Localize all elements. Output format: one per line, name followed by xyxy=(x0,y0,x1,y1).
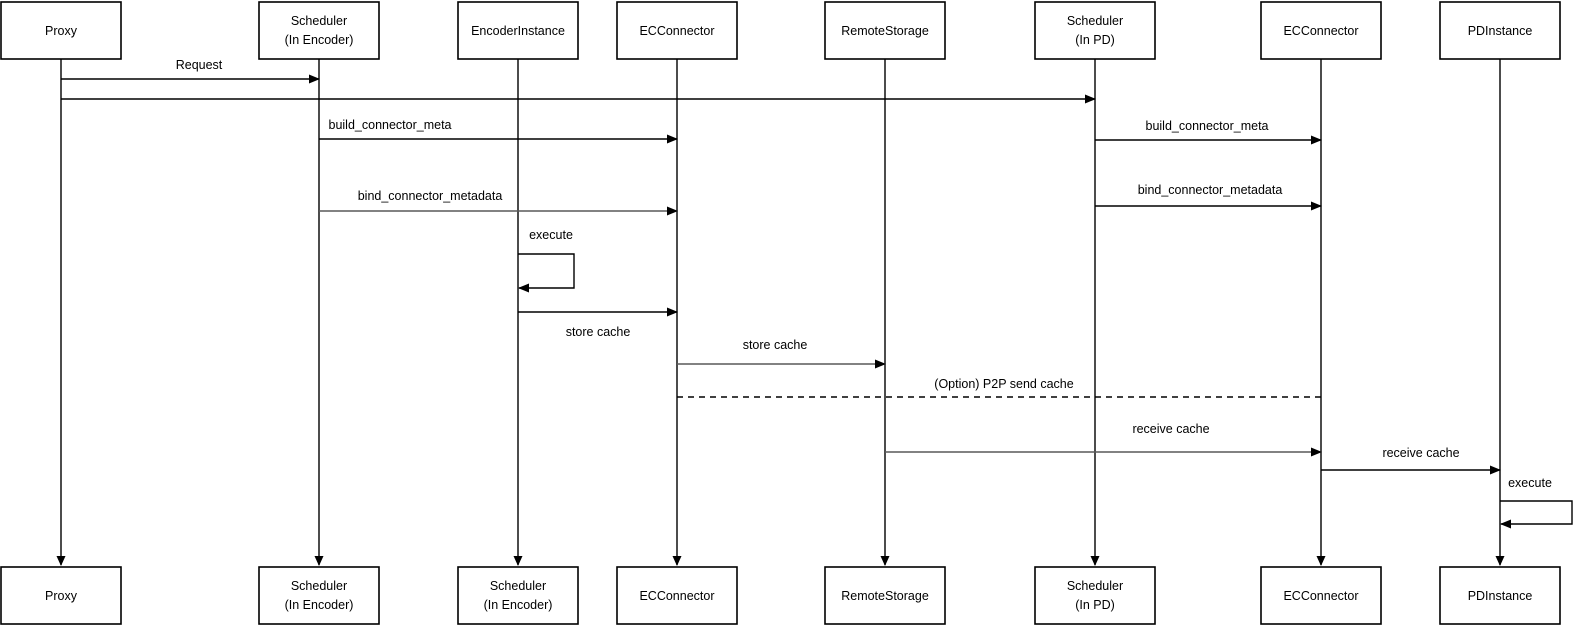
message-label: store cache xyxy=(566,325,631,339)
participant-box-scheduler_pd_footer[interactable]: Scheduler (In PD) xyxy=(1034,566,1156,625)
participant-label: PDInstance xyxy=(1468,24,1533,38)
self-message-path xyxy=(518,253,575,293)
participant-label: Proxy xyxy=(45,24,78,38)
participant-box-rect xyxy=(1260,1,1382,60)
participant-box-rect xyxy=(1439,566,1561,625)
participant-box-ec_connector_left[interactable]: ECConnector xyxy=(616,1,738,60)
footer-participant-label-line1: Scheduler xyxy=(291,579,347,593)
participant-box-proxy_footer[interactable]: Proxy xyxy=(0,566,122,625)
participant-box-encoder_instance[interactable]: EncoderInstance xyxy=(457,1,579,60)
participant-label-line1: Scheduler xyxy=(1067,14,1123,28)
participant-box-rect xyxy=(616,1,738,60)
footer-participant-label-line2: (In PD) xyxy=(1075,598,1115,612)
self-messages-layer: execute execute xyxy=(518,228,1573,529)
message-m5[interactable]: bind_connector_metadata xyxy=(319,189,678,216)
message-m11[interactable]: receive cache xyxy=(1321,446,1501,475)
message-label: build_connector_meta xyxy=(329,118,452,132)
self-message-label: execute xyxy=(1508,476,1552,490)
self-message-path xyxy=(1500,500,1573,529)
message-label: bind_connector_metadata xyxy=(1138,183,1283,197)
message-m6[interactable]: bind_connector_metadata xyxy=(1095,183,1322,211)
participant-box-rect xyxy=(1034,1,1156,60)
participant-box-rect xyxy=(1260,566,1382,625)
message-m7[interactable]: store cache xyxy=(518,307,678,339)
footer-participant-label-line1: Scheduler xyxy=(1067,579,1123,593)
footer-participant-label-line2: (In Encoder) xyxy=(484,598,553,612)
participant-box-ec_connector_right[interactable]: ECConnector xyxy=(1260,1,1382,60)
lifelines-layer xyxy=(56,59,1505,566)
message-label: bind_connector_metadata xyxy=(358,189,503,203)
self-message-s2[interactable]: execute xyxy=(1500,476,1573,529)
participant-box-pd_instance[interactable]: PDInstance xyxy=(1439,1,1561,60)
participant-box-scheduler_encoder[interactable]: Scheduler (In Encoder) xyxy=(258,1,380,60)
message-m10[interactable]: receive cache xyxy=(885,422,1322,457)
participant-box-ec_connector_right_footer[interactable]: ECConnector xyxy=(1260,566,1382,625)
message-m3[interactable]: build_connector_meta xyxy=(319,118,678,144)
messages-layer: Request build_connector_meta build_connect… xyxy=(61,58,1501,475)
participant-box-rect xyxy=(0,566,122,625)
participant-box-rect xyxy=(1439,1,1561,60)
message-label: receive cache xyxy=(1382,446,1459,460)
footer-participant-label: PDInstance xyxy=(1468,589,1533,603)
footer-participant-label: Proxy xyxy=(45,589,78,603)
participant-box-rect xyxy=(258,566,380,625)
message-label: store cache xyxy=(743,338,808,352)
message-label: build_connector_meta xyxy=(1146,119,1269,133)
participant-label: RemoteStorage xyxy=(841,24,929,38)
participant-box-proxy[interactable]: Proxy xyxy=(0,1,122,60)
message-label: (Option) P2P send cache xyxy=(934,377,1073,391)
participant-label: ECConnector xyxy=(1283,24,1358,38)
participant-box-scheduler_pd[interactable]: Scheduler (In PD) xyxy=(1034,1,1156,60)
participant-box-rect xyxy=(1034,566,1156,625)
message-label: receive cache xyxy=(1132,422,1209,436)
participant-box-rect xyxy=(824,566,946,625)
message-m4[interactable]: build_connector_meta xyxy=(1095,119,1322,145)
message-m1[interactable]: Request xyxy=(61,58,320,84)
header-participants-layer: Proxy Scheduler (In Encoder) EncoderInstanc… xyxy=(0,1,1561,60)
footer-participant-label: ECConnector xyxy=(639,589,714,603)
participant-box-ec_connector_left_footer[interactable]: ECConnector xyxy=(616,566,738,625)
participant-box-remote_storage_footer[interactable]: RemoteStorage xyxy=(824,566,946,625)
participant-box-encoder_instance_footer[interactable]: Scheduler (In Encoder) xyxy=(457,566,579,625)
participant-box-pd_instance_footer[interactable]: PDInstance xyxy=(1439,566,1561,625)
participant-box-rect xyxy=(0,1,122,60)
participant-box-rect xyxy=(616,566,738,625)
participant-box-rect xyxy=(258,1,380,60)
self-message-label: execute xyxy=(529,228,573,242)
participant-label-line2: (In Encoder) xyxy=(285,33,354,47)
participant-label-line1: Scheduler xyxy=(291,14,347,28)
participant-label: ECConnector xyxy=(639,24,714,38)
footer-participant-label: ECConnector xyxy=(1283,589,1358,603)
participant-label: EncoderInstance xyxy=(471,24,565,38)
message-m9[interactable]: (Option) P2P send cache xyxy=(677,377,1321,398)
participant-box-remote_storage[interactable]: RemoteStorage xyxy=(824,1,946,60)
footer-participant-label-line2: (In Encoder) xyxy=(285,598,354,612)
message-m8[interactable]: store cache xyxy=(677,338,886,369)
self-message-s1[interactable]: execute xyxy=(518,228,575,293)
participant-box-rect xyxy=(824,1,946,60)
participant-box-rect xyxy=(457,566,579,625)
footer-participant-label-line1: Scheduler xyxy=(490,579,546,593)
footer-participants-layer: Proxy Scheduler (In Encoder) Scheduler (In E… xyxy=(0,566,1561,625)
footer-participant-label: RemoteStorage xyxy=(841,589,929,603)
participant-box-rect xyxy=(457,1,579,60)
participant-box-scheduler_encoder_footer[interactable]: Scheduler (In Encoder) xyxy=(258,566,380,625)
participant-label-line2: (In PD) xyxy=(1075,33,1115,47)
message-label: Request xyxy=(176,58,223,72)
